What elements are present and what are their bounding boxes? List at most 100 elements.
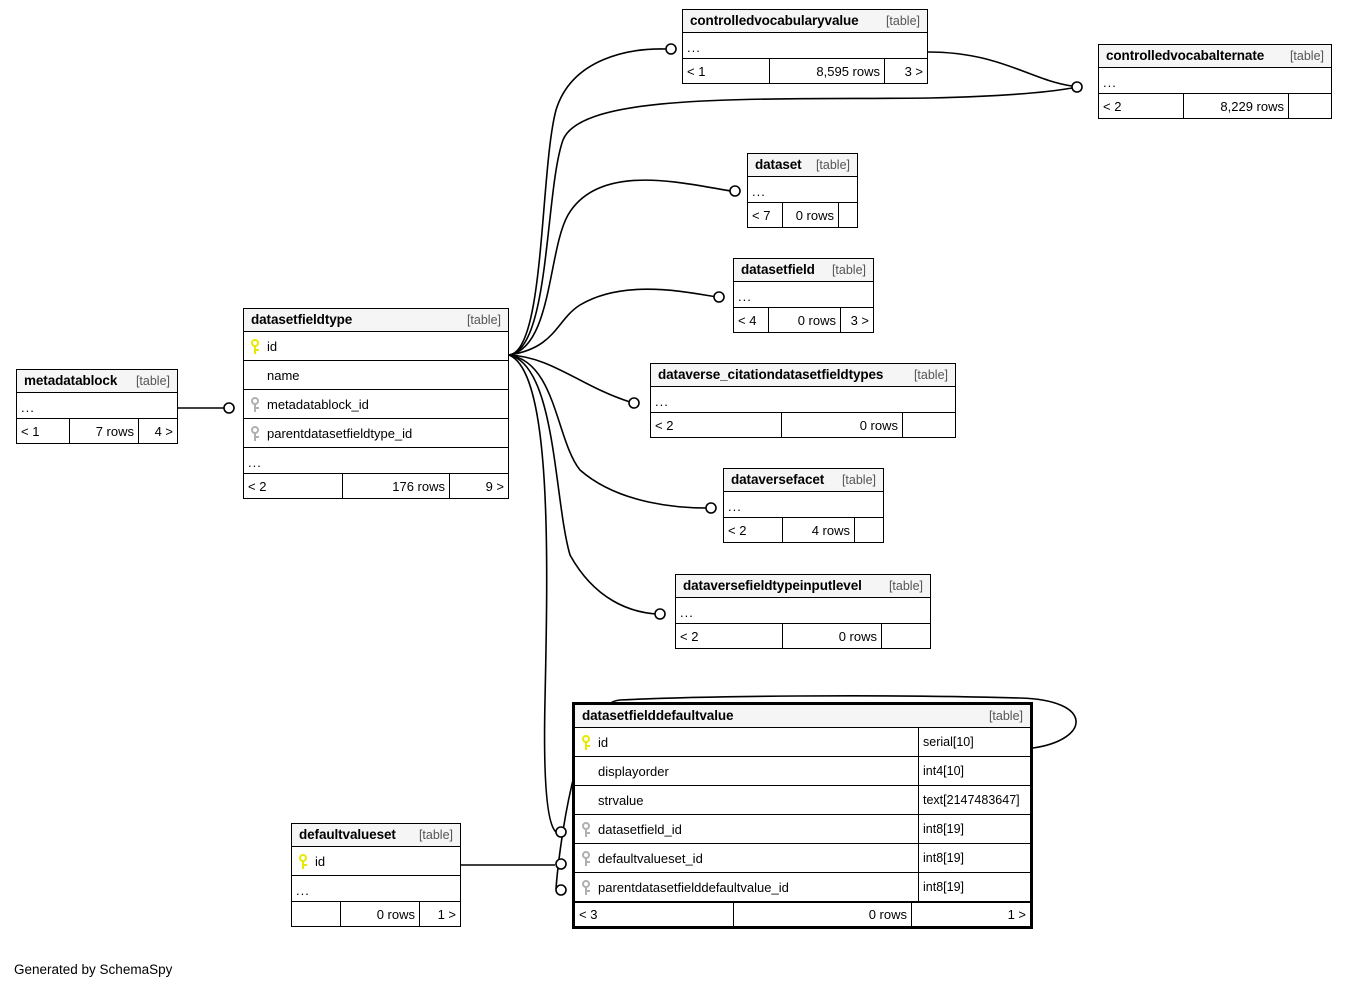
- table-footer: < 2 8,229 rows: [1099, 94, 1331, 118]
- hidden-columns-ellipsis: ...: [244, 448, 508, 474]
- foreign-key-icon: [250, 425, 261, 441]
- column-row[interactable]: id: [292, 847, 460, 876]
- column-name: parentdatasetfieldtype_id: [267, 425, 413, 441]
- footer-rowcount: 0 rows: [340, 902, 420, 926]
- table-metadatablock[interactable]: metadatablock [table] ... < 1 7 rows 4 >: [16, 369, 178, 444]
- table-header: dataversefacet [table]: [724, 469, 883, 492]
- footer-children: 1 >: [1007, 907, 1026, 922]
- footer-children: [839, 203, 857, 227]
- table-tag: [table]: [888, 579, 923, 593]
- table-defaultvalueset[interactable]: defaultvalueset [table] id ... 0 rows 1 …: [291, 823, 461, 927]
- column-row[interactable]: strvalue text[2147483647]: [575, 786, 1030, 815]
- no-key-icon: [581, 763, 592, 779]
- table-tag: [table]: [466, 313, 501, 327]
- table-name: dataset: [755, 157, 802, 172]
- primary-key-icon: [581, 734, 592, 750]
- table-dataversefacet[interactable]: dataversefacet [table] ... < 2 4 rows: [723, 468, 884, 543]
- footer-rowcount: 7 rows: [69, 419, 139, 443]
- column-row[interactable]: id serial[10]: [575, 728, 1030, 757]
- footer-rowcount: 0 rows: [782, 624, 882, 648]
- table-tag: [table]: [841, 473, 876, 487]
- footer-parents: < 1: [21, 423, 40, 439]
- column-row[interactable]: metadatablock_id: [244, 390, 508, 419]
- column-type: int8[19]: [918, 873, 1030, 901]
- footer-rowcount: 0 rows: [781, 413, 903, 437]
- table-tag: [table]: [135, 374, 170, 388]
- footer-rowcount: 0 rows: [733, 903, 912, 926]
- table-datasetfielddefaultvalue[interactable]: datasetfielddefaultvalue [table] id seri…: [572, 702, 1033, 929]
- footer-children: [882, 624, 930, 648]
- edge-dfdt-cvv: [508, 48, 667, 356]
- edge-dfdt-dvcdft: [508, 354, 631, 403]
- column-name: metadatablock_id: [267, 396, 369, 412]
- column-row[interactable]: parentdatasetfielddefaultvalue_id int8[1…: [575, 873, 1030, 902]
- footer-children: [855, 518, 883, 542]
- column-row[interactable]: displayorder int4[10]: [575, 757, 1030, 786]
- hidden-columns-ellipsis: ...: [748, 177, 857, 203]
- column-type: int4[10]: [918, 757, 1030, 785]
- table-name: datasetfieldtype: [251, 312, 353, 327]
- table-header: datasetfielddefaultvalue [table]: [575, 705, 1030, 728]
- edge-dfdt-dvftil: [508, 354, 657, 615]
- table-name: controlledvocabalternate: [1106, 48, 1265, 63]
- hidden-columns-ellipsis: ...: [724, 492, 883, 518]
- table-controlledvocabularyvalue[interactable]: controlledvocabularyvalue [table] ... < …: [682, 9, 928, 84]
- no-key-icon: [250, 367, 261, 383]
- footer-parents: < 2: [728, 522, 747, 538]
- column-row[interactable]: datasetfield_id int8[19]: [575, 815, 1030, 844]
- table-footer: < 2 0 rows: [676, 624, 930, 648]
- footer-children: [903, 413, 955, 437]
- column-row[interactable]: id: [244, 332, 508, 361]
- column-name: datasetfield_id: [598, 821, 682, 837]
- edge-dfdt-dfdv: [508, 354, 557, 833]
- column-name: displayorder: [598, 763, 669, 779]
- table-footer: < 4 0 rows 3 >: [734, 308, 873, 332]
- hidden-columns-ellipsis: ...: [651, 387, 955, 413]
- table-dataverse-citationdatasetfieldtypes[interactable]: dataverse_citationdatasetfieldtypes [tab…: [650, 363, 956, 438]
- column-row[interactable]: name: [244, 361, 508, 390]
- hidden-columns-ellipsis: ...: [676, 598, 930, 624]
- footer-children: 1 >: [437, 906, 456, 922]
- table-controlledvocabalternate[interactable]: controlledvocabalternate [table] ... < 2…: [1098, 44, 1332, 119]
- table-footer: < 2 4 rows: [724, 518, 883, 542]
- column-type: int8[19]: [918, 815, 1030, 843]
- table-tag: [table]: [913, 368, 948, 382]
- table-name: datasetfield: [741, 262, 815, 277]
- table-footer: < 2 176 rows 9 >: [244, 474, 508, 498]
- footer-children: 3 >: [904, 63, 923, 79]
- table-header: dataversefieldtypeinputlevel [table]: [676, 575, 930, 598]
- table-footer: < 3 0 rows 1 >: [575, 902, 1030, 926]
- footer-rowcount: 8,229 rows: [1183, 94, 1289, 118]
- table-footer: < 1 7 rows 4 >: [17, 419, 177, 443]
- foreign-key-icon: [581, 850, 592, 866]
- column-row[interactable]: defaultvalueset_id int8[19]: [575, 844, 1030, 873]
- footer-parents: < 3: [579, 907, 598, 922]
- hidden-columns-ellipsis: ...: [734, 282, 873, 308]
- footer-children: 3 >: [850, 312, 869, 328]
- table-dataversefieldtypeinputlevel[interactable]: dataversefieldtypeinputlevel [table] ...…: [675, 574, 931, 649]
- foreign-key-icon: [250, 396, 261, 412]
- foreign-key-icon: [581, 879, 592, 895]
- table-header: datasetfield [table]: [734, 259, 873, 282]
- column-type: text[2147483647]: [918, 786, 1030, 814]
- primary-key-icon: [298, 853, 309, 869]
- foreign-key-icon: [581, 821, 592, 837]
- edge-cvv-cva: [927, 51, 1073, 87]
- footer-parents: < 2: [680, 628, 699, 644]
- table-name: controlledvocabularyvalue: [690, 13, 859, 28]
- footer-rowcount: 8,595 rows: [769, 59, 885, 83]
- column-name: id: [315, 853, 326, 869]
- footer-parents: < 1: [687, 63, 706, 79]
- table-header: controlledvocabularyvalue [table]: [683, 10, 927, 33]
- table-name: dataversefacet: [731, 472, 825, 487]
- table-datasetfield[interactable]: datasetfield [table] ... < 4 0 rows 3 >: [733, 258, 874, 333]
- table-header: dataset [table]: [748, 154, 857, 177]
- column-row[interactable]: parentdatasetfieldtype_id: [244, 419, 508, 448]
- table-tag: [table]: [885, 14, 920, 28]
- table-dataset[interactable]: dataset [table] ... < 7 0 rows: [747, 153, 858, 228]
- table-header: dataverse_citationdatasetfieldtypes [tab…: [651, 364, 955, 387]
- table-name: dataversefieldtypeinputlevel: [683, 578, 862, 593]
- footer-parents: < 2: [655, 417, 674, 433]
- table-datasetfieldtype[interactable]: datasetfieldtype [table] id name metadat…: [243, 308, 509, 499]
- column-type: serial[10]: [918, 728, 1030, 756]
